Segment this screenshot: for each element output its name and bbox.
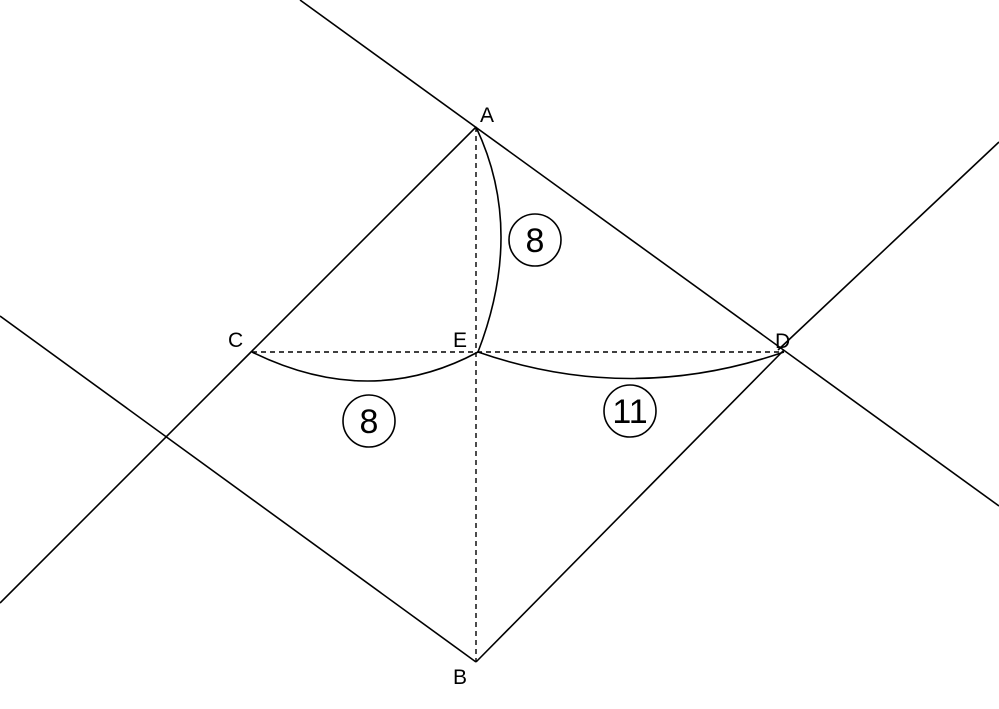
line-through-A-D (299, 0, 999, 507)
line-through-C-lower-left (0, 350, 253, 604)
arc-A-E (475, 126, 502, 353)
measurement-arc-CE: 8 (342, 394, 396, 448)
measurement-circle (508, 213, 562, 267)
measurement-value-arc-ED: 11 (612, 393, 647, 431)
measurement-circle (342, 394, 396, 448)
measurement-circle (603, 384, 657, 438)
measurement-value-arc-AE: 8 (526, 222, 545, 260)
measurement-value-arc-CE: 8 (360, 403, 379, 441)
line-through-D-upper-right (777, 141, 999, 351)
segment-A-C (251, 126, 477, 352)
measurement-arc-AE: 8 (508, 213, 562, 267)
arc-E-D (477, 351, 785, 380)
measurement-arc-ED: 11 (603, 384, 657, 438)
point-label-D: D (775, 330, 790, 353)
point-label-E: E (453, 329, 467, 352)
point-label-B: B (453, 666, 467, 689)
line-through-B-upper-left (0, 315, 477, 663)
arc-C-E (251, 351, 479, 382)
point-label-C: C (228, 329, 243, 352)
segment-D-B (475, 349, 785, 663)
point-label-A: A (480, 104, 494, 127)
